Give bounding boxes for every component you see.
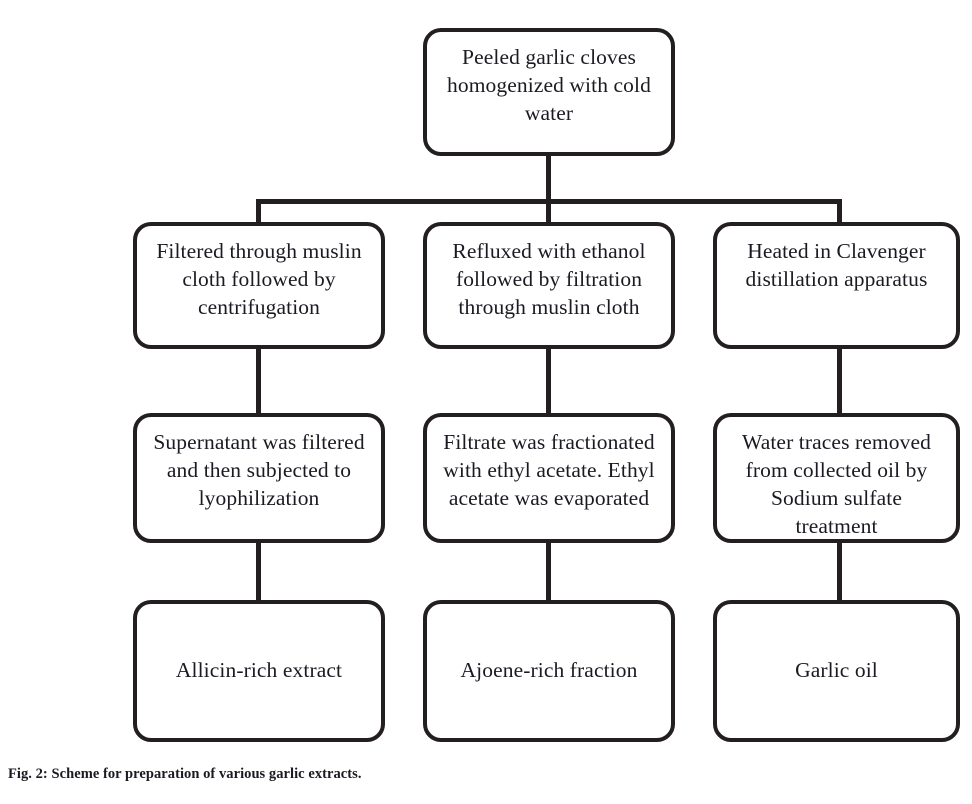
node-filtrate-ethyl-acetate: Filtrate was fractionated with ethyl ace… [423,413,675,543]
node-filtered-through-muslin-cloth: Filtered through muslin cloth followed b… [133,222,385,349]
node-garlic-oil: Garlic oil [713,600,960,742]
node-label: Filtered through muslin cloth followed b… [156,239,362,319]
connector-right-row2-row3 [837,346,842,416]
node-label: Heated in Clavenger distillation apparat… [745,239,928,291]
node-label: Peeled garlic cloves homogenized with co… [447,45,651,125]
node-label: Ajoene-rich fraction [460,658,638,683]
node-label: Refluxed with ethanol followed by filtra… [452,239,646,319]
node-label: Allicin-rich extract [175,658,343,683]
node-allicin-rich-extract: Allicin-rich extract [133,600,385,742]
connector-left-row3-row4 [256,540,261,603]
connector-branch-drop-center [546,199,551,225]
node-label: Water traces removed from collected oil … [742,430,931,538]
connector-center-row2-row3 [546,346,551,416]
node-refluxed-with-ethanol: Refluxed with ethanol followed by filtra… [423,222,675,349]
node-peeled-garlic-cloves: Peeled garlic cloves homogenized with co… [423,28,675,156]
node-ajoene-rich-fraction: Ajoene-rich fraction [423,600,675,742]
figure-caption: Fig. 2: Scheme for preparation of variou… [8,766,362,782]
connector-center-row3-row4 [546,540,551,603]
connector-right-row3-row4 [837,540,842,603]
node-heated-in-clavenger-apparatus: Heated in Clavenger distillation apparat… [713,222,960,349]
connector-branch-drop-right [837,199,842,225]
connector-root-trunk [546,152,551,204]
connector-branch-drop-left [256,199,261,225]
connector-left-row2-row3 [256,346,261,416]
node-label: Garlic oil [795,658,878,683]
node-label: Supernatant was filtered and then subjec… [153,430,365,510]
node-supernatant-lyophilization: Supernatant was filtered and then subjec… [133,413,385,543]
node-water-traces-removed: Water traces removed from collected oil … [713,413,960,543]
flowchart-canvas: Peeled garlic cloves homogenized with co… [133,28,960,742]
node-label: Filtrate was fractionated with ethyl ace… [443,430,655,510]
